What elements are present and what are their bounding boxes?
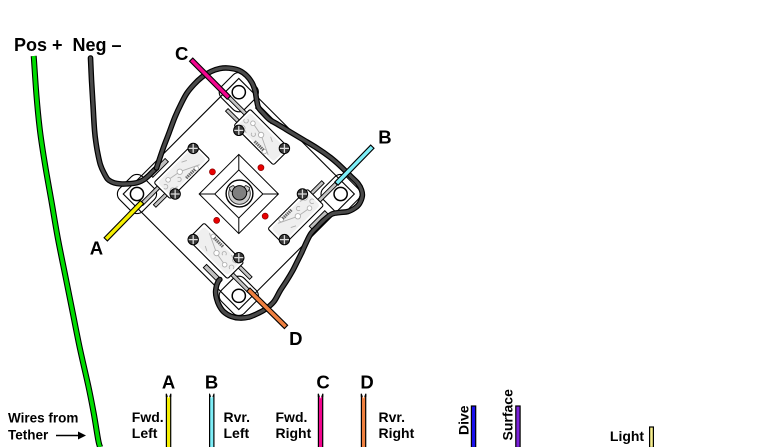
- svg-text:C: C: [175, 43, 188, 64]
- svg-text:Light: Light: [610, 428, 645, 444]
- svg-text:D: D: [289, 328, 302, 349]
- svg-text:B: B: [378, 127, 391, 148]
- svg-text:Rvr.: Rvr.: [379, 409, 405, 425]
- svg-text:Dive: Dive: [456, 405, 472, 435]
- svg-text:D: D: [360, 372, 373, 393]
- svg-text:Wires from: Wires from: [8, 411, 78, 426]
- svg-text:Neg –: Neg –: [73, 35, 122, 55]
- svg-text:Rvr.: Rvr.: [224, 409, 250, 425]
- svg-text:Right: Right: [276, 425, 312, 441]
- svg-text:C: C: [316, 372, 329, 393]
- svg-text:Surface: Surface: [499, 389, 515, 441]
- svg-text:A: A: [90, 237, 103, 258]
- svg-text:Tether: Tether: [8, 428, 49, 443]
- svg-text:B: B: [205, 372, 218, 393]
- svg-text:Left: Left: [224, 425, 250, 441]
- svg-text:Right: Right: [379, 425, 415, 441]
- svg-text:Left: Left: [132, 425, 158, 441]
- svg-text:Fwd.: Fwd.: [132, 409, 164, 425]
- svg-text:A: A: [162, 372, 175, 393]
- svg-text:Fwd.: Fwd.: [276, 409, 308, 425]
- svg-text:Pos +: Pos +: [14, 35, 63, 55]
